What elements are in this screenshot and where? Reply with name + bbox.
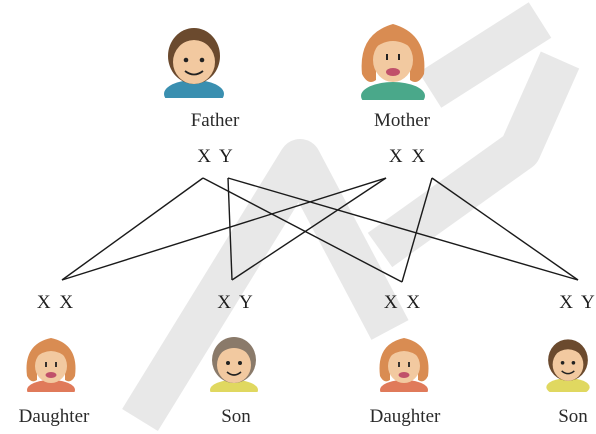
mother-face-icon (361, 24, 425, 100)
mother-label: Mother (374, 110, 430, 131)
child1-genotype: X X (36, 292, 76, 313)
son1-face-icon (210, 337, 258, 392)
line-father-y-to-son2 (227, 177, 579, 281)
father-face-icon (164, 28, 224, 98)
daughter1-face-icon (26, 338, 76, 392)
line-father-x-to-daughter1 (61, 177, 204, 281)
mother-genotype: X X (388, 146, 428, 167)
father-genotype: X Y (197, 146, 235, 167)
father-label: Father (190, 110, 240, 131)
line-father-x-to-daughter2 (202, 177, 403, 283)
child3-label: Daughter (369, 406, 441, 427)
line-mother-x2-to-son2 (431, 177, 579, 281)
child2-genotype: X Y (217, 292, 255, 313)
daughter2-face-icon (379, 338, 429, 392)
child4-label: Son (558, 406, 588, 427)
child1-label: Daughter (18, 406, 90, 427)
child4-genotype: X Y (559, 292, 596, 313)
line-mother-x-to-son1 (231, 177, 387, 281)
son2-face-icon (546, 339, 590, 392)
line-mother-x-to-daughter1 (61, 177, 387, 281)
child2-label: Son (221, 406, 251, 427)
child3-genotype: X X (383, 292, 423, 313)
